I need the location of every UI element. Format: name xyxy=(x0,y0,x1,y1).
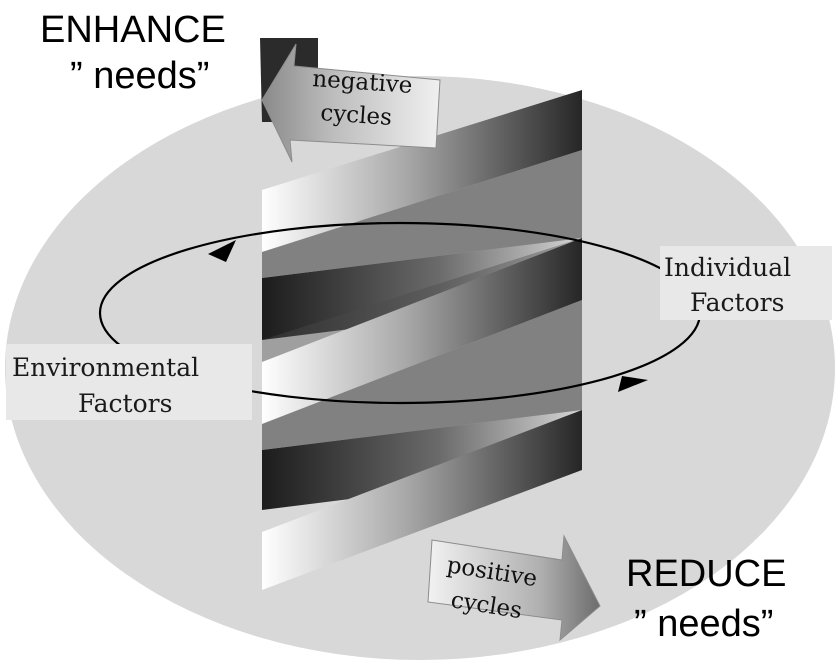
individual-factors-line1: Individual xyxy=(664,253,791,282)
environmental-factors-box xyxy=(6,344,252,420)
environmental-factors-line1: Environmental xyxy=(12,353,199,382)
reduce-needs-subtitle: ” needs” xyxy=(634,603,773,645)
enhance-needs-title: ENHANCE xyxy=(40,9,226,51)
spiral-side-face xyxy=(262,238,582,362)
negative-cycles-arrow xyxy=(261,43,441,163)
individual-factors-line2: Factors xyxy=(690,288,784,317)
cycle-arrowhead-left xyxy=(208,240,236,262)
environmental-factors-line2: Factors xyxy=(78,389,172,418)
spiral-back-band xyxy=(262,238,582,340)
spiral-front-band xyxy=(262,238,582,424)
cycle-arrowhead-right xyxy=(618,376,648,392)
reduce-needs-title: REDUCE xyxy=(626,553,786,595)
individual-factors-box xyxy=(660,246,832,320)
spiral-back-band xyxy=(262,410,582,510)
negative-cycles-label-line2: cycles xyxy=(320,100,393,131)
positive-cycles-arrow xyxy=(427,534,601,642)
spiral-front-band xyxy=(262,90,582,252)
spiral-front-band xyxy=(262,410,582,590)
spiral-side-face xyxy=(262,300,582,450)
spiral-side-face xyxy=(262,150,582,278)
enhance-needs-subtitle: ” needs” xyxy=(70,55,209,97)
